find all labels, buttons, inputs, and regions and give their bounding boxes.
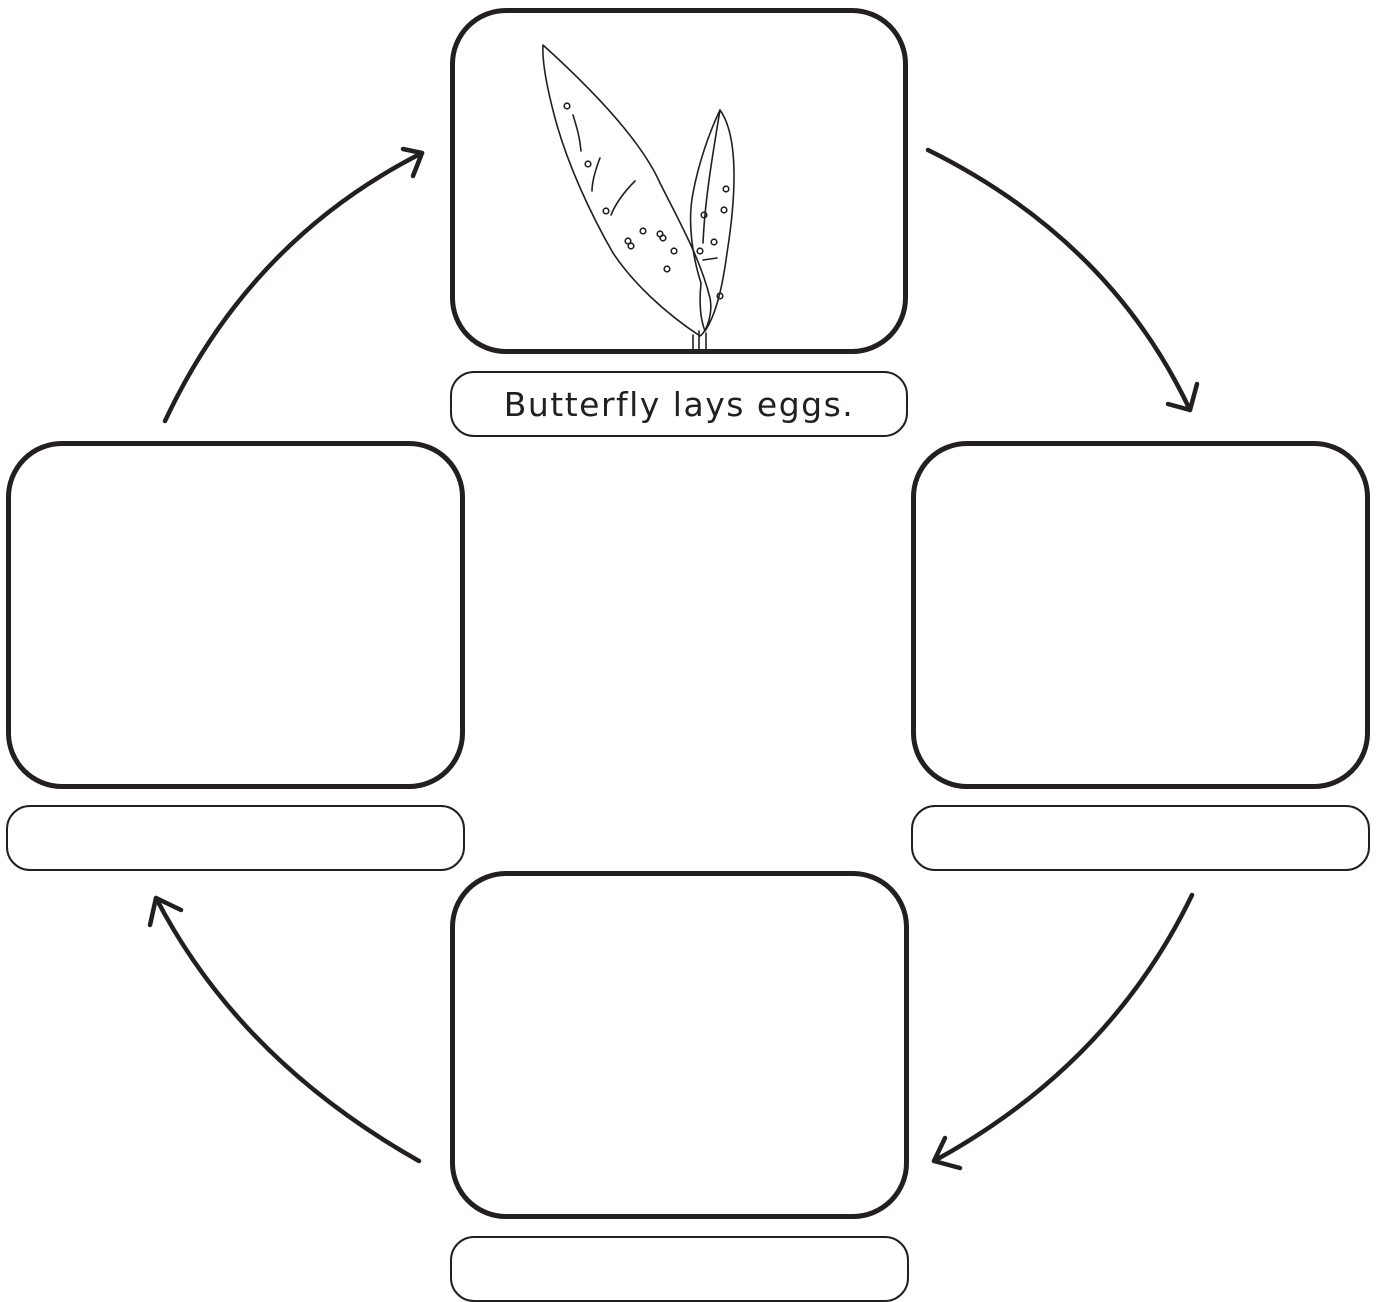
stage-label-top: Butterfly lays eggs. xyxy=(450,371,908,437)
stage-image-box-bottom xyxy=(450,871,909,1219)
stage-label-bottom xyxy=(450,1236,909,1302)
stage-label-left xyxy=(6,805,465,871)
stage-image-box-right xyxy=(911,441,1370,789)
arrowhead-bottom-to-left xyxy=(147,895,184,928)
arrowhead-left-to-top xyxy=(400,146,425,179)
arrowhead-top-to-right xyxy=(1165,381,1200,413)
stage-image-box-top xyxy=(450,8,908,354)
stage-label-right xyxy=(911,805,1370,871)
arrow-bottom-to-left xyxy=(153,895,422,1164)
stage-label-text-top: Butterfly lays eggs. xyxy=(503,384,855,424)
arrowhead-right-to-bottom xyxy=(931,1135,963,1171)
stage-image-box-left xyxy=(6,441,465,789)
arrow-left-to-top xyxy=(162,150,425,424)
arrow-right-to-bottom xyxy=(931,892,1195,1164)
arrow-top-to-right xyxy=(925,147,1193,413)
leaves-with-eggs-illustration xyxy=(542,44,735,349)
